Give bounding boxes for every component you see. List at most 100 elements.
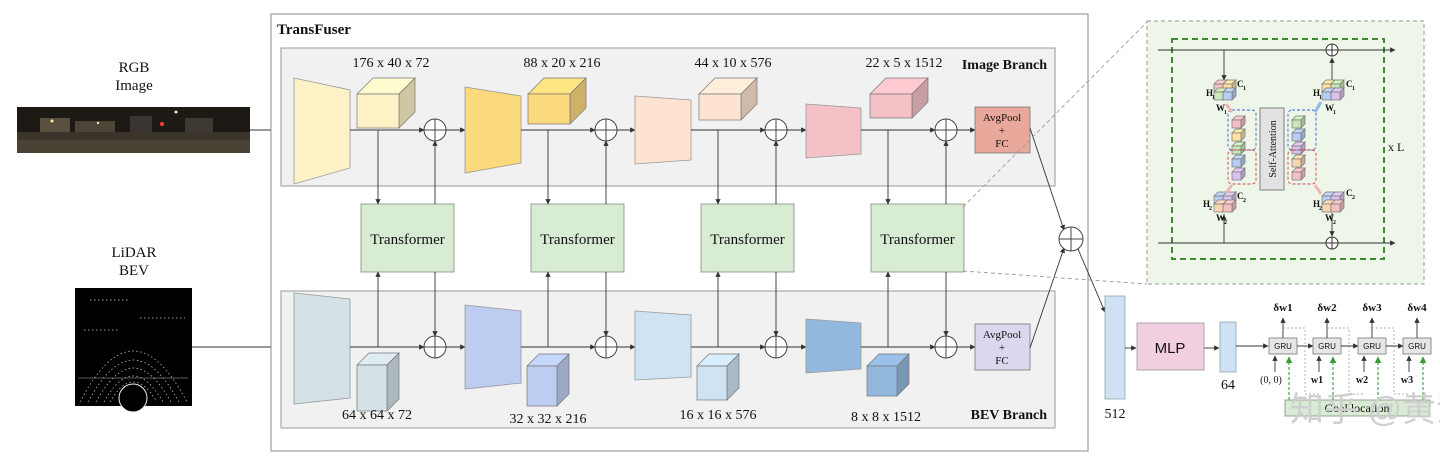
bev-feature-cube — [696, 353, 740, 401]
bev-feature-cube — [866, 353, 910, 397]
image-encoder-block — [293, 77, 351, 185]
bev-encoder-block — [805, 318, 862, 374]
svg-text:W: W — [1325, 213, 1334, 223]
image-feature-cube — [356, 77, 416, 129]
image-feature-cube — [698, 77, 758, 121]
gru-cell: GRU — [1357, 337, 1387, 355]
image-sum-node — [764, 118, 788, 142]
token-cube — [1231, 115, 1246, 129]
feature-512-label: 512 — [1105, 407, 1126, 422]
image-sum-node — [423, 118, 447, 142]
token-cube — [1330, 199, 1345, 213]
lidar-label-line1: LiDAR — [112, 245, 157, 261]
bev-sum-node — [594, 335, 618, 359]
gru-input-label: w1 — [1311, 375, 1323, 386]
token-cube — [1222, 199, 1237, 213]
svg-text:2: 2 — [1352, 195, 1355, 201]
bev-sum-node — [934, 335, 958, 359]
svg-text:AvgPool: AvgPool — [983, 112, 1021, 124]
gru-cell: GRU — [1402, 337, 1432, 355]
token-cube — [1222, 87, 1237, 101]
bev-encoder-block — [293, 292, 351, 405]
svg-text:H: H — [1203, 199, 1210, 209]
lidar-input: LiDAR BEV — [75, 245, 192, 413]
svg-text:AvgPool: AvgPool — [983, 329, 1021, 341]
svg-text:Transformer: Transformer — [540, 232, 614, 248]
bev-sum-node — [423, 335, 447, 359]
image-sum-node — [594, 118, 618, 142]
image-encoder-block — [805, 103, 862, 159]
svg-text:W: W — [1216, 103, 1225, 113]
svg-text:1: 1 — [1212, 95, 1215, 101]
waypoint-delta: δw4 — [1407, 302, 1427, 314]
svg-text:+: + — [999, 342, 1005, 354]
svg-text:1: 1 — [1224, 110, 1227, 116]
token-cube — [1231, 154, 1246, 168]
fusion-sum-node — [1058, 226, 1084, 252]
svg-text:GRU: GRU — [1363, 342, 1381, 351]
feature-64 — [1219, 321, 1237, 373]
waypoint-delta: δw3 — [1362, 302, 1382, 314]
bev-branch-title: BEV Branch — [971, 408, 1048, 423]
gru-input-label: (0, 0) — [1260, 375, 1282, 386]
svg-text:H: H — [1313, 199, 1320, 209]
bev-head: AvgPool + FC — [974, 323, 1031, 371]
svg-text:H: H — [1313, 88, 1320, 98]
svg-text:1: 1 — [1319, 95, 1322, 101]
svg-text:GRU: GRU — [1408, 342, 1426, 351]
svg-text:2: 2 — [1209, 206, 1212, 212]
transformer-block: Transformer — [870, 203, 965, 273]
self-attention-label: Self-Attention — [1268, 120, 1279, 177]
gru-input-label: w2 — [1356, 375, 1368, 386]
svg-text:W: W — [1216, 213, 1225, 223]
svg-text:FC: FC — [995, 138, 1008, 150]
mlp-label: MLP — [1155, 340, 1186, 357]
watermark: 知乎 @黄浴 — [1290, 391, 1440, 429]
svg-text:2: 2 — [1333, 220, 1336, 226]
repeat-label: x L — [1388, 140, 1404, 154]
token-cube — [1291, 167, 1306, 181]
transformer-block: Transformer — [700, 203, 795, 273]
svg-text:1: 1 — [1333, 110, 1336, 116]
image-encoder-block — [464, 86, 522, 174]
image-feature-dims: 44 x 10 x 576 — [695, 56, 772, 71]
model-title: TransFuser — [277, 22, 351, 38]
svg-text:Transformer: Transformer — [710, 232, 784, 248]
image-branch-title: Image Branch — [962, 58, 1047, 73]
token-cube — [1291, 154, 1306, 168]
gru-cell: GRU — [1268, 337, 1298, 355]
svg-text:1: 1 — [1243, 86, 1246, 92]
gru-cell: GRU — [1312, 337, 1342, 355]
lidar-label-line2: BEV — [119, 263, 149, 279]
rgb-label-line1: RGB — [119, 60, 150, 76]
goal-location-box — [1284, 399, 1431, 417]
feature-512 — [1104, 295, 1126, 400]
svg-text:2: 2 — [1243, 198, 1246, 204]
svg-text:2: 2 — [1319, 206, 1322, 212]
svg-text:Transformer: Transformer — [880, 232, 954, 248]
self-attention-box — [1259, 107, 1285, 191]
waypoint-delta: δw2 — [1317, 302, 1337, 314]
svg-text:GRU: GRU — [1274, 342, 1292, 351]
bev-sum-node — [764, 335, 788, 359]
svg-text:C: C — [1237, 79, 1244, 89]
feature-64-label: 64 — [1221, 378, 1235, 393]
rgb-input: RGB Image — [17, 60, 250, 153]
token-cube — [1291, 141, 1306, 155]
goal-location-label: Goal location — [1325, 401, 1390, 415]
bev-feature-dims: 32 x 32 x 216 — [510, 412, 587, 427]
image-feature-dims: 88 x 20 x 216 — [524, 56, 601, 71]
bev-encoder-block — [464, 304, 522, 390]
svg-text:C: C — [1346, 79, 1353, 89]
token-cube — [1291, 128, 1306, 142]
svg-text:GRU: GRU — [1318, 342, 1336, 351]
repeat-block — [1171, 38, 1385, 260]
bev-feature-cube — [526, 353, 570, 407]
image-feature-dims: 176 x 40 x 72 — [353, 56, 430, 71]
token-cube — [1231, 141, 1246, 155]
svg-text:+: + — [999, 125, 1005, 137]
token-cube — [1231, 128, 1246, 142]
bev-feature-cube — [356, 352, 400, 412]
